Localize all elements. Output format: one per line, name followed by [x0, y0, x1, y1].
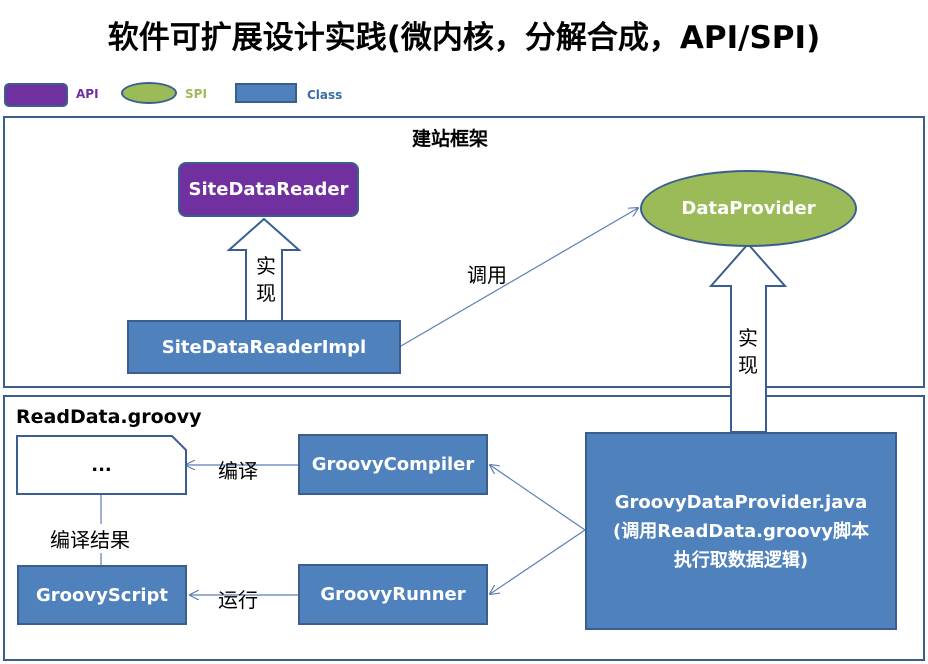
implements-label-reader: 实 现: [252, 253, 280, 307]
provider-line-1: GroovyDataProvider.java: [614, 491, 868, 513]
data-provider-ellipse: DataProvider: [640, 170, 857, 247]
implements-label-provider: 实 现: [734, 325, 762, 379]
compile-result-label: 编译结果: [50, 524, 130, 553]
compile-label: 编译: [218, 459, 258, 483]
legend-class-swatch: [235, 83, 297, 103]
legend-spi-label: SPI: [185, 87, 207, 101]
legend-spi-swatch: [121, 82, 177, 104]
site-data-reader-impl-box: SiteDataReaderImpl: [127, 320, 401, 374]
script-file-title: ReadData.groovy: [16, 406, 202, 428]
plugin-frame: [3, 395, 925, 661]
groovy-data-provider-box: GroovyDataProvider.java (调用ReadData.groo…: [585, 432, 897, 630]
groovy-compiler-box: GroovyCompiler: [298, 434, 488, 495]
implements-label-provider-char2: 现: [738, 353, 758, 377]
provider-line-2: (调用ReadData.groovy脚本: [613, 520, 869, 542]
implements-label-reader-char1: 实: [256, 254, 276, 278]
page-title: 软件可扩展设计实践(微内核，分解合成，API/SPI): [107, 20, 821, 56]
groovy-script-box: GroovyScript: [17, 565, 187, 625]
implements-label-provider-char1: 实: [738, 326, 758, 350]
framework-frame: [3, 116, 925, 388]
legend-class-label: Class: [307, 88, 343, 102]
script-file-content: ...: [91, 455, 112, 476]
implements-label-reader-char2: 现: [256, 281, 276, 305]
run-label: 运行: [218, 588, 258, 612]
groovy-runner-box: GroovyRunner: [298, 564, 488, 625]
call-label: 调用: [467, 263, 507, 287]
site-data-reader-box: SiteDataReader: [178, 162, 359, 217]
legend-api-swatch: [4, 83, 68, 107]
legend-api-label: API: [76, 87, 99, 101]
framework-title: 建站框架: [412, 128, 489, 150]
provider-line-3: 执行取数据逻辑): [673, 549, 809, 571]
